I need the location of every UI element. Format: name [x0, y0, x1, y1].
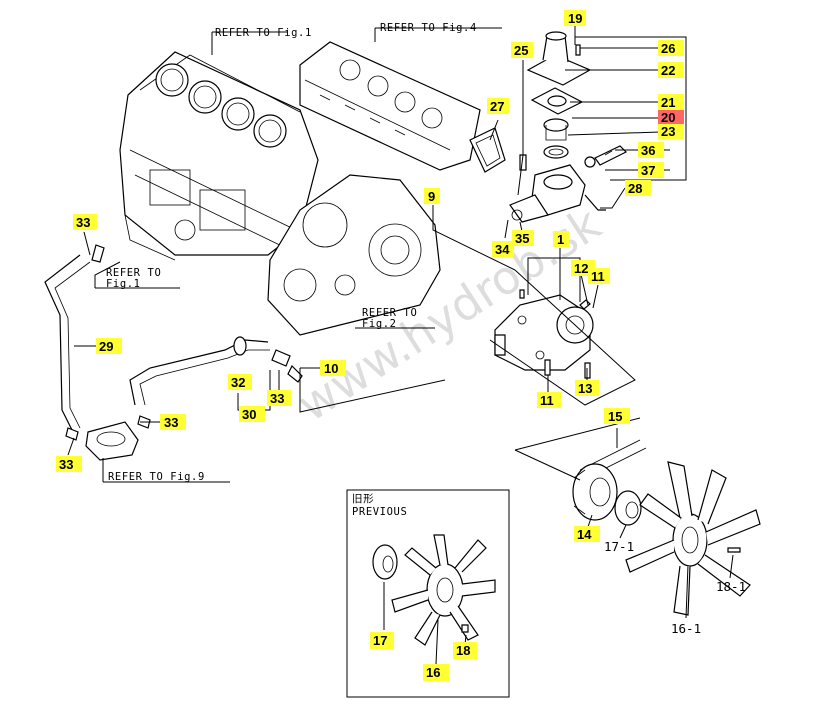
callout-33-bottom-left: 33 — [56, 456, 82, 472]
svg-text:25: 25 — [514, 43, 528, 58]
gear-case-drawing — [267, 174, 441, 336]
callout-16: 16 — [423, 664, 449, 681]
svg-text:29: 29 — [99, 339, 113, 354]
svg-text:18: 18 — [456, 643, 470, 658]
svg-text:10: 10 — [324, 361, 338, 376]
svg-text:28: 28 — [628, 181, 642, 196]
callout-11-bottom: 11 — [537, 392, 561, 408]
previous-fan-drawing — [372, 534, 496, 646]
refer-fig1-left-l1: REFER TO — [106, 267, 161, 279]
svg-text:30: 30 — [242, 407, 256, 422]
callout-35: 35 — [512, 230, 534, 246]
svg-text:20: 20 — [661, 110, 675, 125]
svg-text:1: 1 — [557, 232, 564, 247]
svg-text:17: 17 — [373, 633, 387, 648]
callout-10: 10 — [320, 360, 346, 376]
previous-title-jp: 旧形 — [352, 493, 374, 505]
callout-36: 36 — [638, 142, 664, 158]
refer-fig1-left-l2: Fig.1 — [106, 278, 141, 290]
svg-text:12: 12 — [574, 261, 588, 276]
callout-33-top-left: 33 — [73, 214, 97, 230]
callout-37: 37 — [638, 162, 664, 178]
svg-text:36: 36 — [641, 143, 655, 158]
label-17-1: 17-1 — [604, 539, 634, 554]
refer-fig4-top: REFER TO Fig.4 — [380, 22, 477, 34]
svg-text:33: 33 — [164, 415, 178, 430]
callout-29: 29 — [96, 338, 122, 354]
callout-22: 22 — [658, 62, 684, 78]
label-16-1: 16-1 — [671, 621, 701, 636]
callout-13: 13 — [575, 380, 599, 396]
cylinder-head-drawing — [299, 41, 481, 171]
svg-text:13: 13 — [578, 381, 592, 396]
callout-11-top: 11 — [588, 268, 610, 284]
svg-text:34: 34 — [495, 242, 510, 257]
callout-21: 21 — [658, 94, 684, 110]
svg-text:15: 15 — [608, 409, 622, 424]
refer-fig2-l1: REFER TO — [362, 307, 417, 319]
svg-text:9: 9 — [428, 189, 435, 204]
callout-33-cooler: 33 — [160, 414, 186, 430]
svg-text:23: 23 — [661, 124, 675, 139]
callout-1: 1 — [553, 231, 569, 247]
refer-fig2-l2: Fig.2 — [362, 318, 397, 330]
hose-29-drawing — [44, 254, 91, 431]
callout-27: 27 — [487, 98, 509, 114]
callout-32: 32 — [228, 374, 252, 390]
gasket-27-drawing — [469, 127, 506, 173]
svg-text:19: 19 — [568, 11, 582, 26]
thermostat-cover-drawing — [526, 31, 592, 159]
svg-text:14: 14 — [577, 527, 592, 542]
callout-14: 14 — [574, 526, 600, 542]
callout-15: 15 — [604, 408, 630, 424]
engine-block-drawing — [119, 51, 319, 261]
previous-box — [346, 489, 510, 698]
callout-25: 25 — [511, 42, 533, 58]
oil-cooler-drawing — [85, 421, 139, 461]
svg-text:32: 32 — [231, 375, 245, 390]
svg-text:11: 11 — [540, 393, 554, 408]
svg-text:27: 27 — [490, 99, 504, 114]
callout-30: 30 — [239, 406, 265, 422]
fittings-drawing — [65, 244, 303, 441]
svg-text:22: 22 — [661, 63, 675, 78]
previous-title-en: PREVIOUS — [352, 506, 407, 518]
callout-9: 9 — [424, 188, 440, 204]
spacer-17-1-drawing — [614, 490, 642, 526]
callout-20: 20 — [658, 110, 684, 125]
water-pump-drawing — [494, 289, 594, 379]
svg-text:37: 37 — [641, 163, 655, 178]
callout-17: 17 — [370, 632, 394, 649]
svg-text:33: 33 — [59, 457, 73, 472]
callout-28: 28 — [625, 180, 651, 196]
fan-16-1-drawing — [625, 461, 761, 616]
svg-text:35: 35 — [515, 231, 529, 246]
svg-text:26: 26 — [661, 41, 675, 56]
svg-text:21: 21 — [661, 95, 675, 110]
callout-34: 34 — [492, 241, 514, 257]
svg-text:33: 33 — [270, 391, 284, 406]
callout-18: 18 — [453, 642, 477, 659]
svg-text:16: 16 — [426, 665, 440, 680]
svg-text:33: 33 — [76, 215, 90, 230]
label-18-1: 18-1 — [716, 579, 746, 594]
callout-19: 19 — [564, 10, 586, 26]
hose-32-drawing — [129, 336, 270, 406]
callout-26: 26 — [658, 40, 684, 56]
sensor-36-37-drawing — [584, 145, 628, 168]
refer-fig1-top: REFER TO Fig.1 — [215, 27, 312, 39]
pulley-14-drawing — [572, 463, 618, 521]
callout-23: 23 — [658, 124, 684, 139]
refer-fig9: REFER TO Fig.9 — [108, 471, 205, 483]
svg-text:11: 11 — [591, 269, 605, 284]
callout-33-center: 33 — [267, 390, 291, 406]
